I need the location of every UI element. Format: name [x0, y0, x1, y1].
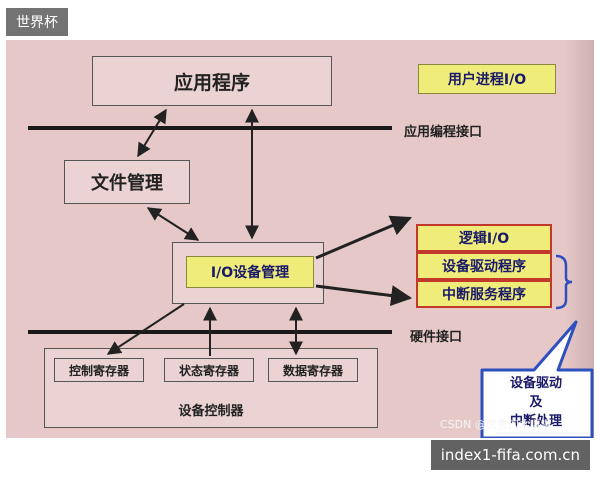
device-driver-box: 设备驱动程序: [416, 252, 552, 280]
bubble-line-1: 设备驱动: [509, 376, 562, 391]
csdn-watermark: CSDN @优秀的木嘻嘻: [440, 418, 552, 431]
control-register-label: 控制寄存器: [68, 363, 129, 378]
brace: [555, 254, 573, 310]
status-register-label: 状态寄存器: [178, 363, 239, 378]
file-mgmt-box: 文件管理: [64, 160, 190, 204]
user-process-io-label: 用户进程I/O: [447, 72, 527, 88]
logical-io-box: 逻辑I/O: [416, 224, 552, 252]
io-device-mgmt-label: I/O设备管理: [210, 265, 290, 281]
arrow-io-logical: [315, 215, 412, 260]
watermark-top-left: 世界杯: [6, 8, 68, 36]
arrow-io-control: [106, 303, 185, 355]
hardware-interface-label: 硬件接口: [410, 330, 463, 345]
interrupt-service-box: 中断服务程序: [416, 280, 552, 308]
control-register-box: 控制寄存器: [54, 358, 144, 382]
bubble-text: 设备驱动 及 中断处理: [484, 374, 588, 431]
api-line: [28, 126, 392, 130]
file-mgmt-label: 文件管理: [91, 173, 163, 194]
api-label: 应用编程接口: [404, 125, 483, 140]
app-program-label: 应用程序: [173, 71, 250, 94]
bubble-line-2: 及: [529, 395, 543, 410]
data-register-box: 数据寄存器: [268, 358, 358, 382]
bubble-line-3: 中断处理: [509, 414, 562, 429]
io-device-mgmt-box: I/O设备管理: [186, 256, 314, 288]
watermark-bottom-right: index1-fifa.com.cn: [430, 440, 590, 470]
device-driver-label: 设备驱动程序: [442, 259, 526, 275]
diagram-slide: 应用程序 用户进程I/O 应用编程接口 文件管理 I/O设备管理 逻辑I/O 设…: [6, 40, 594, 438]
data-register-label: 数据寄存器: [282, 363, 343, 378]
connector-arrows: [106, 108, 594, 438]
logical-io-label: 逻辑I/O: [458, 231, 510, 247]
device-controller-label: 设备控制器: [178, 404, 244, 419]
arrow-app-file: [137, 108, 167, 158]
arrow-io-interrupt: [315, 284, 413, 307]
watermark-bottom-right-text: index1-fifa.com.cn: [440, 446, 580, 464]
watermark-top-left-text: 世界杯: [16, 15, 58, 31]
status-register-box: 状态寄存器: [164, 358, 254, 382]
user-process-io-box: 用户进程I/O: [418, 64, 556, 94]
app-program-box: 应用程序: [92, 56, 332, 106]
speech-bubble: [480, 320, 594, 438]
interrupt-service-label: 中断服务程序: [442, 287, 526, 303]
arrow-file-io: [146, 207, 200, 241]
